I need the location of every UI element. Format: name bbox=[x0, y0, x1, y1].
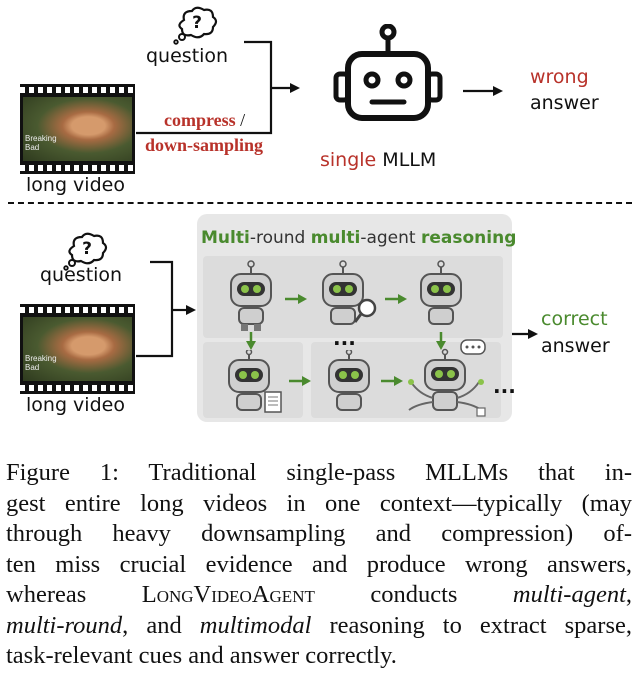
arrow-down-icon bbox=[436, 332, 446, 350]
top-result-plain: answer bbox=[530, 92, 599, 114]
caption-line: task-relevant cues and answer correctly. bbox=[6, 642, 397, 669]
arrow-icon bbox=[385, 294, 407, 304]
question-bubble-icon: ? bbox=[173, 6, 218, 45]
section-divider bbox=[8, 202, 632, 204]
caption-line: through heavy downsampling and compressi… bbox=[6, 520, 632, 547]
bottom-connector bbox=[136, 260, 538, 358]
top-model-label: single MLLM bbox=[320, 149, 437, 171]
question-bubble-icon: ? bbox=[63, 232, 108, 271]
top-connector bbox=[136, 40, 503, 135]
caption-line: gest entire long videos in one context—t… bbox=[6, 489, 632, 517]
caption-line: whereas LongVideoAgent conducts multi-ag… bbox=[6, 581, 633, 608]
top-result-colored: wrong bbox=[530, 66, 589, 88]
svg-text:?: ? bbox=[82, 239, 92, 259]
bottom-result-plain: answer bbox=[541, 335, 610, 357]
figure-caption: Figure 1: Traditional single-pass MLLMs … bbox=[6, 458, 632, 672]
svg-text:?: ? bbox=[192, 13, 202, 33]
robot-icon bbox=[333, 24, 443, 121]
ellipsis-end: ... bbox=[493, 374, 516, 398]
arrow-icon bbox=[285, 294, 307, 304]
top-diagram: ? question Breaking Bad long video compr… bbox=[0, 0, 641, 200]
thumbnail-show-title: Breaking Bad bbox=[25, 354, 57, 372]
agent-robot-icon bbox=[420, 260, 462, 325]
top-long-video-label: long video bbox=[26, 174, 125, 196]
compress-label: compress / bbox=[164, 110, 246, 130]
panel-title: Multi-round multi-agent reasoning bbox=[201, 228, 517, 248]
ellipsis-mid: ... bbox=[333, 326, 356, 350]
arrow-icon bbox=[289, 376, 311, 386]
multi-agent-panel: Multi-round multi-agent reasoning bbox=[197, 214, 516, 422]
arrow-icon bbox=[381, 376, 403, 386]
bottom-diagram: ? question Breaking Bad long video Multi… bbox=[0, 206, 641, 428]
agent-robot-icon bbox=[230, 260, 272, 331]
agent-robot-icon bbox=[328, 350, 370, 411]
top-video-thumbnail: Breaking Bad bbox=[20, 84, 135, 174]
bottom-question-label: question bbox=[40, 264, 123, 286]
caption-line: Figure 1: Traditional single-pass MLLMs … bbox=[6, 459, 632, 486]
downsampling-label: down-sampling bbox=[145, 135, 264, 155]
top-question-label: question bbox=[146, 45, 229, 67]
bottom-video-thumbnail: Breaking Bad bbox=[20, 304, 135, 394]
caption-line: multi-round, and multimodal reasoning to… bbox=[6, 611, 632, 639]
agent-robot-search-icon bbox=[322, 260, 377, 325]
agent-robot-document-icon bbox=[228, 350, 282, 413]
method-name: LongVideoAgent bbox=[141, 581, 315, 608]
multi-arm-robot-icon bbox=[408, 339, 486, 417]
bottom-result-colored: correct bbox=[541, 308, 608, 330]
bottom-long-video-label: long video bbox=[26, 394, 125, 416]
arrow-down-icon bbox=[246, 332, 256, 350]
thumbnail-show-title: Breaking Bad bbox=[25, 134, 57, 152]
caption-line: ten miss crucial evidence and produce wr… bbox=[6, 550, 632, 578]
